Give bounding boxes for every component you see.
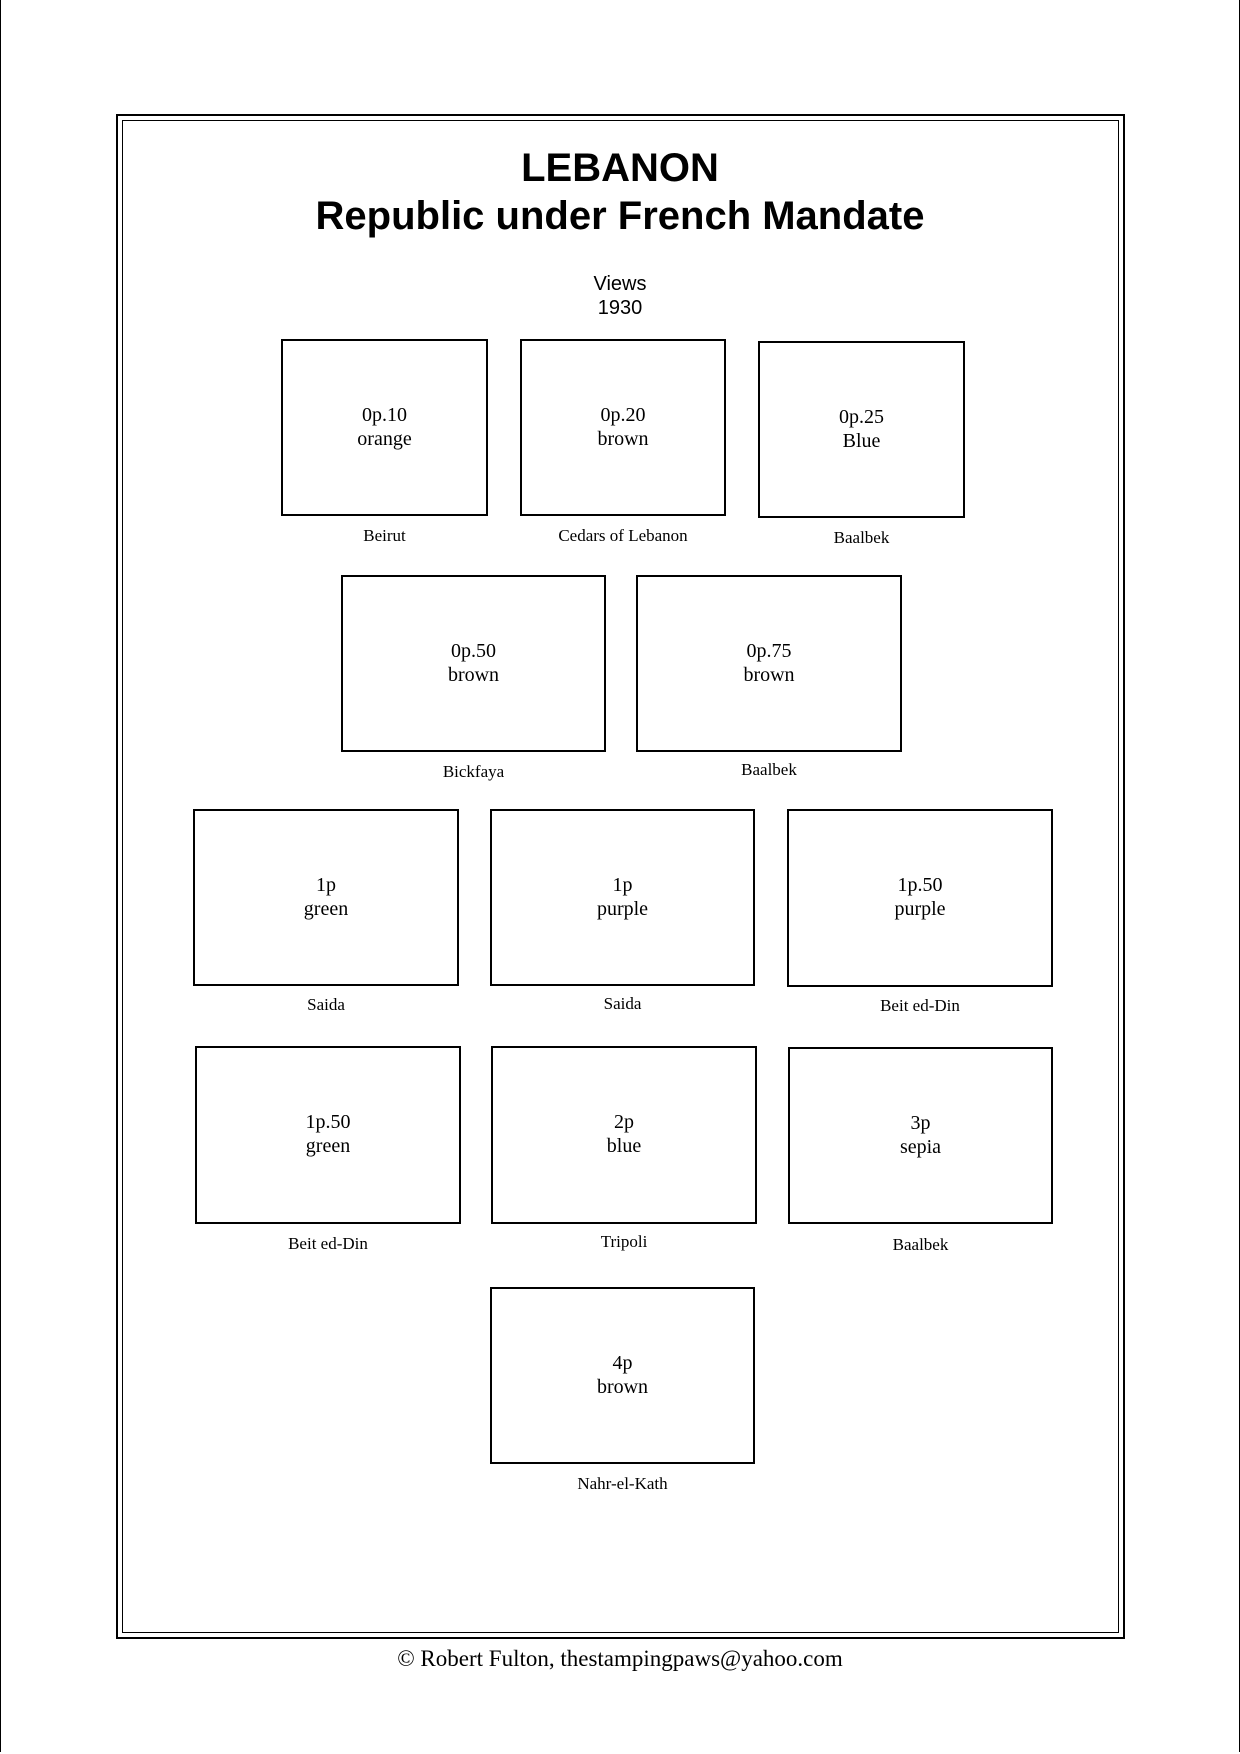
stamp-color: brown — [743, 664, 795, 686]
set-name: Views — [593, 273, 647, 295]
stamp-box: 1p green — [193, 809, 459, 986]
stamp-color: Blue — [842, 430, 881, 452]
stamp-box: 1p purple — [490, 809, 755, 986]
stamp-color: orange — [357, 428, 412, 450]
stamp-value: 0p.50 — [451, 640, 496, 662]
stamp-box: 0p.20 brown — [520, 339, 726, 516]
album-frame-inner — [122, 120, 1119, 1633]
stamp-value: 0p.25 — [839, 406, 884, 428]
page-title: LEBANON — [521, 146, 719, 190]
page-subtitle: Republic under French Mandate — [315, 194, 925, 238]
stamp-value: 0p.10 — [362, 404, 407, 426]
stamp-box: 0p.75 brown — [636, 575, 902, 752]
stamp-box: 0p.25 Blue — [758, 341, 965, 518]
stamp-caption: Nahr-el-Kath — [577, 1474, 668, 1493]
set-year: 1930 — [597, 297, 643, 319]
stamp-color: purple — [596, 898, 649, 920]
stamp-color: green — [305, 1135, 351, 1157]
stamp-caption: Beit ed-Din — [288, 1234, 368, 1253]
stamp-box: 1p.50 green — [195, 1046, 461, 1224]
album-frame-outer — [116, 114, 1125, 1639]
stamp-color: green — [303, 898, 349, 920]
stamp-value: 0p.20 — [600, 404, 646, 426]
stamp-color: sepia — [899, 1136, 942, 1158]
stamp-color: brown — [447, 664, 500, 686]
stamp-value: 2p — [614, 1111, 634, 1133]
stamp-caption: Tripoli — [600, 1232, 648, 1251]
stamp-caption: Cedars of Lebanon — [558, 526, 688, 545]
stamp-caption: Baalbek — [892, 1235, 949, 1254]
copyright-footer: © Robert Fulton, thestampingpaws@yahoo.c… — [397, 1646, 843, 1671]
stamp-caption: Bickfaya — [442, 762, 505, 781]
stamp-value: 4p — [612, 1352, 633, 1374]
stamp-caption: Saida — [307, 995, 345, 1014]
stamp-color: purple — [894, 898, 946, 920]
stamp-caption: Beirut — [363, 526, 406, 545]
stamp-color: brown — [597, 428, 649, 450]
stamp-value: 3p — [910, 1112, 931, 1134]
stamp-value: 0p.75 — [746, 640, 792, 662]
stamp-box: 3p sepia — [788, 1047, 1053, 1224]
stamp-box: 1p.50 purple — [787, 809, 1053, 987]
stamp-box: 0p.10 orange — [281, 339, 488, 516]
stamp-color: brown — [596, 1376, 649, 1398]
stamp-caption: Beit ed-Din — [880, 996, 960, 1015]
stamp-caption: Baalbek — [833, 528, 890, 547]
stamp-value: 1p.50 — [897, 874, 943, 896]
stamp-box: 2p blue — [491, 1046, 757, 1224]
stamp-box: 4p brown — [490, 1287, 755, 1464]
stamp-caption: Saida — [603, 994, 642, 1013]
stamp-caption: Baalbek — [741, 760, 797, 779]
stamp-color: blue — [606, 1135, 642, 1157]
stamp-box: 0p.50 brown — [341, 575, 606, 752]
stamp-value: 1p — [612, 874, 633, 896]
stamp-value: 1p.50 — [305, 1111, 351, 1133]
stamp-value: 1p — [316, 874, 336, 896]
